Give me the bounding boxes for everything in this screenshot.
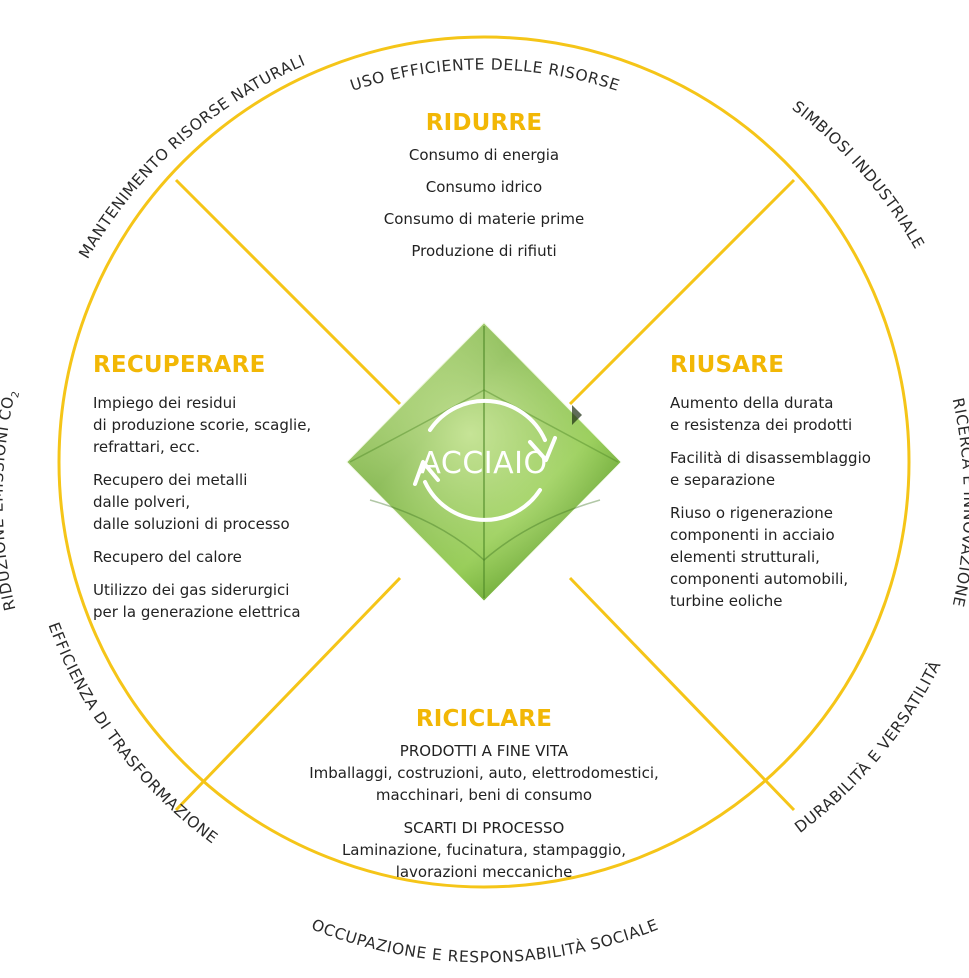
riusare-item-line: e separazione: [670, 471, 776, 489]
recuperare-item-line: Utilizzo dei gas siderurgici: [93, 581, 290, 599]
ring-label-top: USO EFFICIENTE DELLE RISORSE: [348, 55, 622, 94]
riciclare-item: PRODOTTI A FINE VITA Imballaggi, costruz…: [234, 740, 734, 806]
recuperare-title: RECUPERARE: [93, 352, 266, 378]
recuperare-item: Impiego dei residui di produzione scorie…: [93, 392, 383, 458]
quadrant-recuperare: RECUPERARE Impiego dei residui di produz…: [93, 352, 383, 634]
divider-top-right: [568, 178, 796, 406]
riciclare-item-line: lavorazioni meccaniche: [395, 863, 573, 881]
recuperare-item-line: di produzione scorie, scaglie,: [93, 416, 312, 434]
ridurre-item: Produzione di rifiuti: [411, 242, 557, 260]
quadrant-riusare: RIUSARE Aumento della durata e resistenz…: [670, 352, 900, 623]
quadrant-ridurre: RIDURRE Consumo di energia Consumo idric…: [334, 110, 634, 262]
recuperare-item-line: Recupero dei metalli: [93, 471, 248, 489]
ring-label-right: RICERCA E INNOVAZIONE: [949, 396, 969, 609]
center-diamond: [345, 321, 623, 603]
recuperare-item-line: dalle soluzioni di processo: [93, 515, 290, 533]
riusare-item-line: elementi strutturali,: [670, 548, 820, 566]
divider-bottom-right: [568, 576, 796, 812]
recuperare-item-line: Impiego dei residui: [93, 394, 237, 412]
riciclare-title: RICICLARE: [415, 706, 553, 732]
recuperare-item: Recupero dei metalli dalle polveri, dall…: [93, 469, 383, 535]
riusare-item-line: turbine eoliche: [670, 592, 783, 610]
ridurre-item: Consumo idrico: [425, 178, 543, 196]
riusare-item-line: Riuso o rigenerazione: [670, 504, 833, 522]
riciclare-item-line: macchinari, beni di consumo: [375, 786, 593, 804]
riusare-title: RIUSARE: [670, 352, 785, 378]
riciclare-item-line: Imballaggi, costruzioni, auto, elettrodo…: [309, 764, 659, 782]
riusare-item-line: componenti automobili,: [670, 570, 849, 588]
riusare-item-line: e resistenza dei prodotti: [670, 416, 853, 434]
center-label: ACCIAIO: [420, 446, 547, 481]
recuperare-item: Utilizzo dei gas siderurgici per la gene…: [93, 579, 383, 623]
riciclare-item-line: PRODOTTI A FINE VITA: [399, 742, 569, 760]
ring-label-bottom: OCCUPAZIONE E RESPONSABILITÀ SOCIALE: [309, 916, 661, 967]
ring-label-bottom-left: EFFICIENZA DI TRASFORMAZIONE: [45, 620, 222, 848]
divider-top-left: [174, 178, 402, 406]
recuperare-item-line: refrattari, ecc.: [93, 438, 201, 456]
divider-bottom-left: [174, 576, 402, 812]
quadrant-riciclare: RICICLARE PRODOTTI A FINE VITA Imballagg…: [234, 706, 734, 894]
riciclare-item-line: Laminazione, fucinatura, stampaggio,: [341, 841, 627, 859]
recuperare-item-line: per la generazione elettrica: [93, 603, 301, 621]
ridurre-title: RIDURRE: [425, 110, 543, 136]
ring-label-left: RIDUZIONE EMISSIONI CO2: [0, 390, 22, 613]
riusare-item: Facilità di disassemblaggio e separazion…: [670, 447, 900, 491]
riusare-item-line: componenti in acciaio: [670, 526, 835, 544]
ring-label-top-left: MANTENIMENTO RISORSE NATURALI: [75, 52, 308, 262]
outer-ring: [57, 35, 911, 889]
ridurre-item: Consumo di energia: [408, 146, 560, 164]
riusare-item: Aumento della durata e resistenza dei pr…: [670, 392, 900, 436]
recuperare-item-line: Recupero del calore: [93, 548, 242, 566]
riusare-item-line: Facilità di disassemblaggio: [670, 449, 871, 467]
riciclare-item: SCARTI DI PROCESSO Laminazione, fucinatu…: [234, 817, 734, 883]
recuperare-item-line: dalle polveri,: [93, 493, 191, 511]
riciclare-item-line: SCARTI DI PROCESSO: [403, 819, 565, 837]
riusare-item: Riuso o rigenerazione componenti in acci…: [670, 502, 900, 612]
ring-label-top-right: SIMBIOSI INDUSTRIALE: [789, 97, 928, 252]
ring-label-bottom-right: DURABILITÀ E VERSATILITÀ: [791, 657, 944, 836]
ridurre-item: Consumo di materie prime: [383, 210, 585, 228]
recuperare-item: Recupero del calore: [93, 546, 383, 568]
cycle-arrows-icon: [413, 398, 557, 522]
riusare-item-line: Aumento della durata: [670, 394, 834, 412]
